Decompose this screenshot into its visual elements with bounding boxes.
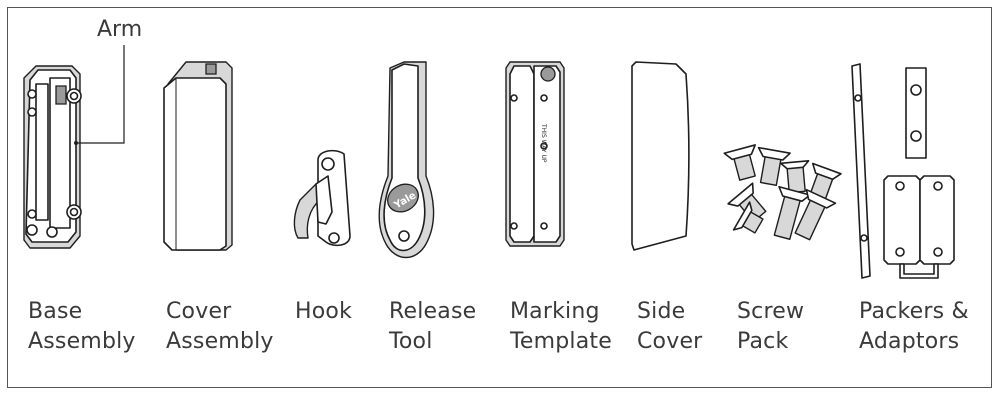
side-cover-drawing — [631, 61, 690, 251]
label-line-2: Cover — [637, 329, 703, 354]
label-marking-template: Marking Template — [510, 297, 612, 357]
label-line-1: Marking — [510, 299, 600, 324]
release-tool-drawing: Yale — [378, 61, 435, 259]
label-line-1: Screw — [737, 299, 805, 324]
label-line-2: Assembly — [28, 329, 136, 354]
label-side-cover: Side Cover — [637, 297, 702, 357]
marking-template-text: THIS WAY UP — [540, 123, 547, 163]
base-assembly-drawing — [23, 65, 82, 249]
arm-leader-line — [78, 45, 125, 144]
diagram-frame — [7, 7, 992, 388]
label-screw-pack: Screw Pack — [737, 297, 804, 357]
packers-adaptors-drawing — [851, 63, 955, 279]
label-line-2: Assembly — [166, 329, 274, 354]
label-line-1: Packers & — [859, 299, 969, 324]
screw-pack-drawing — [723, 144, 842, 241]
label-line-1: Release — [389, 299, 477, 324]
label-line-2: Adaptors — [859, 329, 960, 354]
label-line-1: Cover — [166, 299, 232, 324]
label-cover-assembly: Cover Assembly — [166, 297, 274, 357]
label-hook: Hook — [295, 297, 352, 327]
cover-assembly-drawing — [163, 61, 233, 251]
hook-drawing — [293, 149, 351, 247]
label-line-2: Template — [510, 329, 612, 354]
label-release-tool: Release Tool — [389, 297, 476, 357]
label-packers-adaptors: Packers & Adaptors — [859, 297, 969, 357]
label-line-2: Tool — [389, 329, 433, 354]
label-line-1: Hook — [295, 299, 353, 324]
label-base-assembly: Base Assembly — [28, 297, 136, 357]
label-line-1: Base — [28, 299, 83, 324]
label-line-1: Side — [637, 299, 686, 324]
arm-callout-label: Arm — [97, 17, 143, 42]
marking-template-drawing: THIS WAY UP — [505, 61, 565, 247]
label-line-2: Pack — [737, 329, 789, 354]
